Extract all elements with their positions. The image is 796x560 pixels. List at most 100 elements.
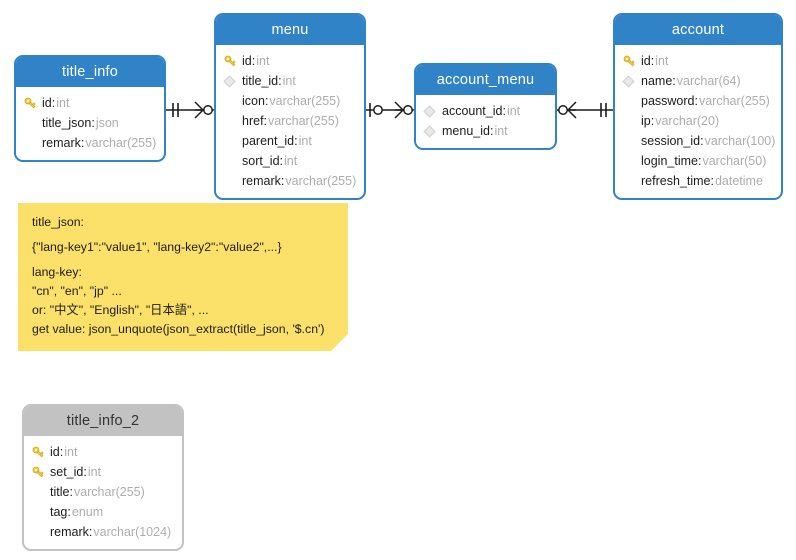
relationship-account_menu-account[interactable] bbox=[557, 98, 613, 122]
field-row[interactable]: tag:enum bbox=[24, 502, 182, 522]
field-type: varchar(255) bbox=[269, 94, 341, 108]
field-row[interactable]: set_id:int bbox=[24, 462, 182, 482]
field-type: int bbox=[655, 54, 669, 68]
field-row[interactable]: remark:varchar(1024) bbox=[24, 522, 182, 542]
field-name: id bbox=[242, 54, 252, 68]
field-name: menu_id bbox=[442, 124, 490, 138]
field-colon: : bbox=[278, 74, 282, 88]
field-spacer bbox=[622, 171, 641, 191]
relationship-title_info-menu[interactable] bbox=[166, 98, 214, 122]
field-colon: : bbox=[88, 525, 93, 539]
field-colon: : bbox=[80, 136, 85, 150]
field-row[interactable]: id:int bbox=[16, 93, 164, 113]
field-row[interactable]: menu_id:int bbox=[416, 121, 555, 141]
field-colon: : bbox=[51, 96, 56, 110]
field-row[interactable]: sort_id:int bbox=[216, 151, 364, 171]
field-name: refresh_time bbox=[641, 174, 711, 188]
field-row[interactable]: remark:varchar(255) bbox=[216, 171, 364, 191]
field-row[interactable]: parent_id:int bbox=[216, 131, 364, 151]
field-type: varchar(255) bbox=[698, 94, 770, 108]
note-line: {"lang-key1":"value1", "lang-key2":"valu… bbox=[32, 240, 282, 254]
field-name: href bbox=[242, 114, 264, 128]
field-type: int bbox=[284, 154, 298, 168]
entity-title-menu: menu bbox=[216, 15, 364, 45]
field-type: varchar(255) bbox=[73, 485, 145, 499]
field-type: json bbox=[95, 116, 119, 130]
field-type: varchar(255) bbox=[268, 114, 339, 128]
field-type: varchar(20) bbox=[655, 114, 720, 128]
field-colon: : bbox=[694, 94, 698, 108]
key-icon bbox=[622, 51, 641, 71]
field-name: tag bbox=[50, 505, 68, 519]
field-name: remark bbox=[42, 136, 81, 150]
field-row[interactable]: id:int bbox=[615, 51, 781, 71]
sticky-note-title-json-note[interactable]: title_json: {"lang-key1":"value1", "lang-… bbox=[18, 203, 348, 351]
diamond-icon bbox=[622, 71, 641, 91]
field-row[interactable]: account_id:int bbox=[416, 101, 555, 121]
field-colon: : bbox=[672, 74, 676, 88]
diamond-icon bbox=[423, 101, 442, 121]
key-icon bbox=[31, 442, 50, 462]
entity-title-title_info_2: title_info_2 bbox=[24, 406, 182, 436]
key-icon bbox=[223, 51, 242, 71]
field-row[interactable]: title_json:json bbox=[16, 113, 164, 133]
note-line: "cn", "en", "jp" ... bbox=[32, 284, 122, 298]
field-name: id bbox=[641, 54, 651, 68]
field-row[interactable]: password:varchar(255) bbox=[615, 91, 781, 111]
field-colon: : bbox=[251, 54, 256, 68]
field-name: session_id bbox=[641, 134, 701, 148]
field-type: int bbox=[494, 124, 508, 138]
field-row[interactable]: name:varchar(64) bbox=[615, 71, 781, 91]
key-icon bbox=[23, 93, 42, 113]
field-row[interactable]: login_time:varchar(50) bbox=[615, 151, 781, 171]
entity-title-account_menu: account_menu bbox=[416, 65, 555, 95]
field-name: remark bbox=[50, 525, 89, 539]
field-row[interactable]: remark:varchar(255) bbox=[16, 133, 164, 153]
entity-title-title_info: title_info bbox=[16, 57, 164, 87]
field-row[interactable]: href:varchar(255) bbox=[216, 111, 364, 131]
field-spacer bbox=[223, 91, 242, 111]
field-row[interactable]: title:varchar(255) bbox=[24, 482, 182, 502]
relationship-menu-account_menu[interactable] bbox=[366, 98, 414, 122]
field-colon: : bbox=[294, 134, 298, 148]
note-line: get value: json_unquote(json_extract(tit… bbox=[32, 322, 325, 336]
field-type: varchar(255) bbox=[285, 174, 357, 188]
field-colon: : bbox=[697, 154, 702, 168]
field-colon: : bbox=[279, 154, 284, 168]
field-row[interactable]: id:int bbox=[24, 442, 182, 462]
field-colon: : bbox=[700, 134, 704, 148]
field-colon: : bbox=[502, 104, 506, 118]
field-colon: : bbox=[83, 465, 87, 479]
field-row[interactable]: ip:varchar(20) bbox=[615, 111, 781, 131]
field-type: datetime bbox=[714, 174, 763, 188]
field-colon: : bbox=[69, 485, 73, 499]
field-type: varchar(255) bbox=[85, 136, 157, 150]
field-name: sort_id bbox=[242, 154, 280, 168]
field-name: ip bbox=[641, 114, 651, 128]
field-spacer bbox=[23, 133, 42, 153]
note-line: title_json: bbox=[32, 215, 84, 229]
field-type: int bbox=[298, 134, 312, 148]
field-spacer bbox=[31, 482, 50, 502]
field-spacer bbox=[31, 522, 50, 542]
field-spacer bbox=[622, 151, 641, 171]
field-spacer bbox=[622, 131, 641, 151]
field-spacer bbox=[622, 111, 641, 131]
field-row[interactable]: title_id:int bbox=[216, 71, 364, 91]
field-type: int bbox=[56, 96, 70, 110]
field-colon: : bbox=[710, 174, 714, 188]
field-row[interactable]: session_id:varchar(100) bbox=[615, 131, 781, 151]
field-row[interactable]: icon:varchar(255) bbox=[216, 91, 364, 111]
field-row[interactable]: id:int bbox=[216, 51, 364, 71]
field-name: name bbox=[641, 74, 673, 88]
field-name: set_id bbox=[50, 465, 84, 479]
field-row[interactable]: refresh_time:datetime bbox=[615, 171, 781, 191]
field-colon: : bbox=[280, 174, 285, 188]
field-spacer bbox=[223, 131, 242, 151]
